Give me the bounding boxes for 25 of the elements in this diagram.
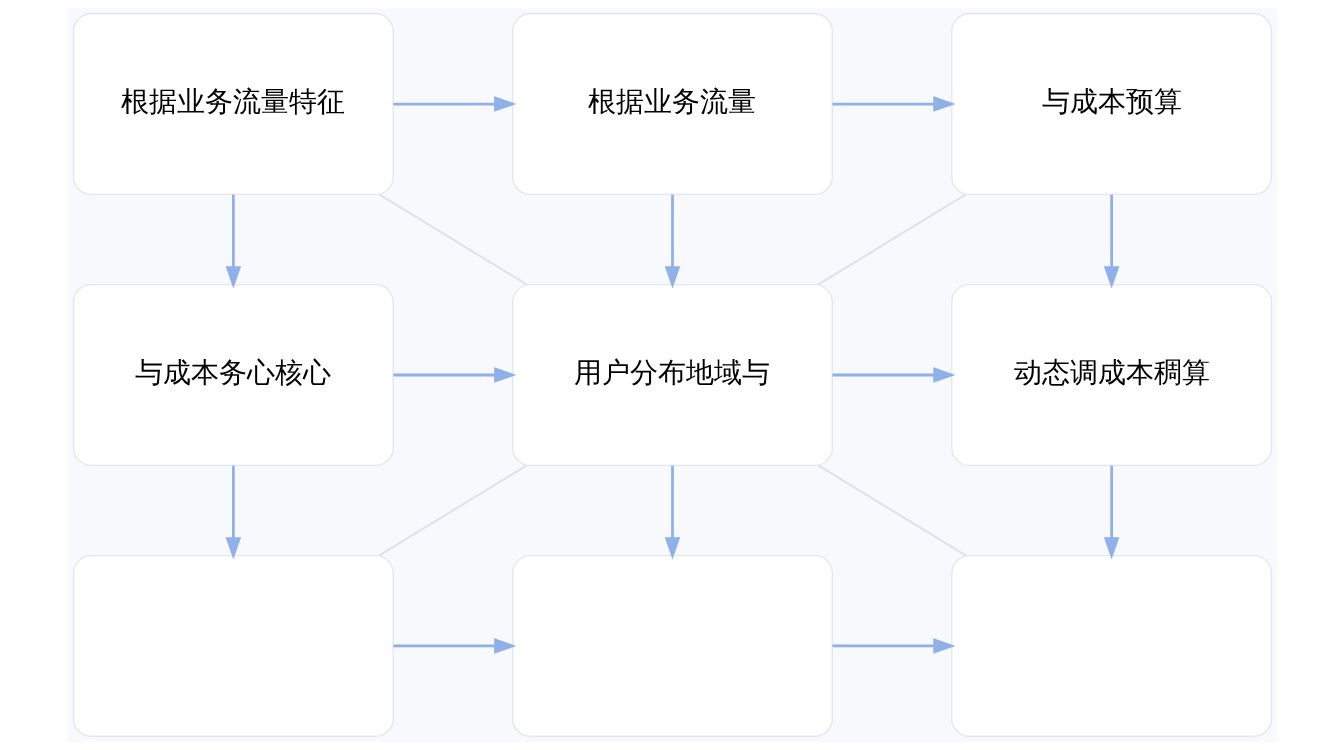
arrow — [831, 96, 956, 112]
arrow — [392, 638, 516, 654]
arrow — [831, 367, 956, 383]
node-box: 动态调成本稠算 — [950, 283, 1272, 467]
connector — [817, 193, 966, 286]
connector — [378, 193, 527, 286]
arrow — [392, 96, 516, 112]
arrow — [664, 194, 680, 289]
node-box: 用户分布地域与 — [511, 283, 833, 467]
arrow — [225, 194, 241, 289]
arrow — [225, 465, 241, 560]
arrow — [392, 367, 516, 383]
node-box — [511, 554, 833, 737]
arrow — [664, 465, 680, 560]
connector — [378, 464, 527, 557]
node-box: 根据业务流量 — [511, 13, 833, 196]
arrow — [1103, 465, 1119, 560]
connector — [817, 464, 966, 557]
arrow — [1103, 194, 1119, 289]
node-box — [950, 554, 1272, 737]
node-box: 根据业务流量特征 — [72, 13, 394, 196]
node-box: 与成本预算 — [950, 13, 1272, 196]
node-box — [72, 554, 394, 737]
arrow — [831, 638, 956, 654]
node-box: 与成本务心核心 — [72, 283, 394, 467]
